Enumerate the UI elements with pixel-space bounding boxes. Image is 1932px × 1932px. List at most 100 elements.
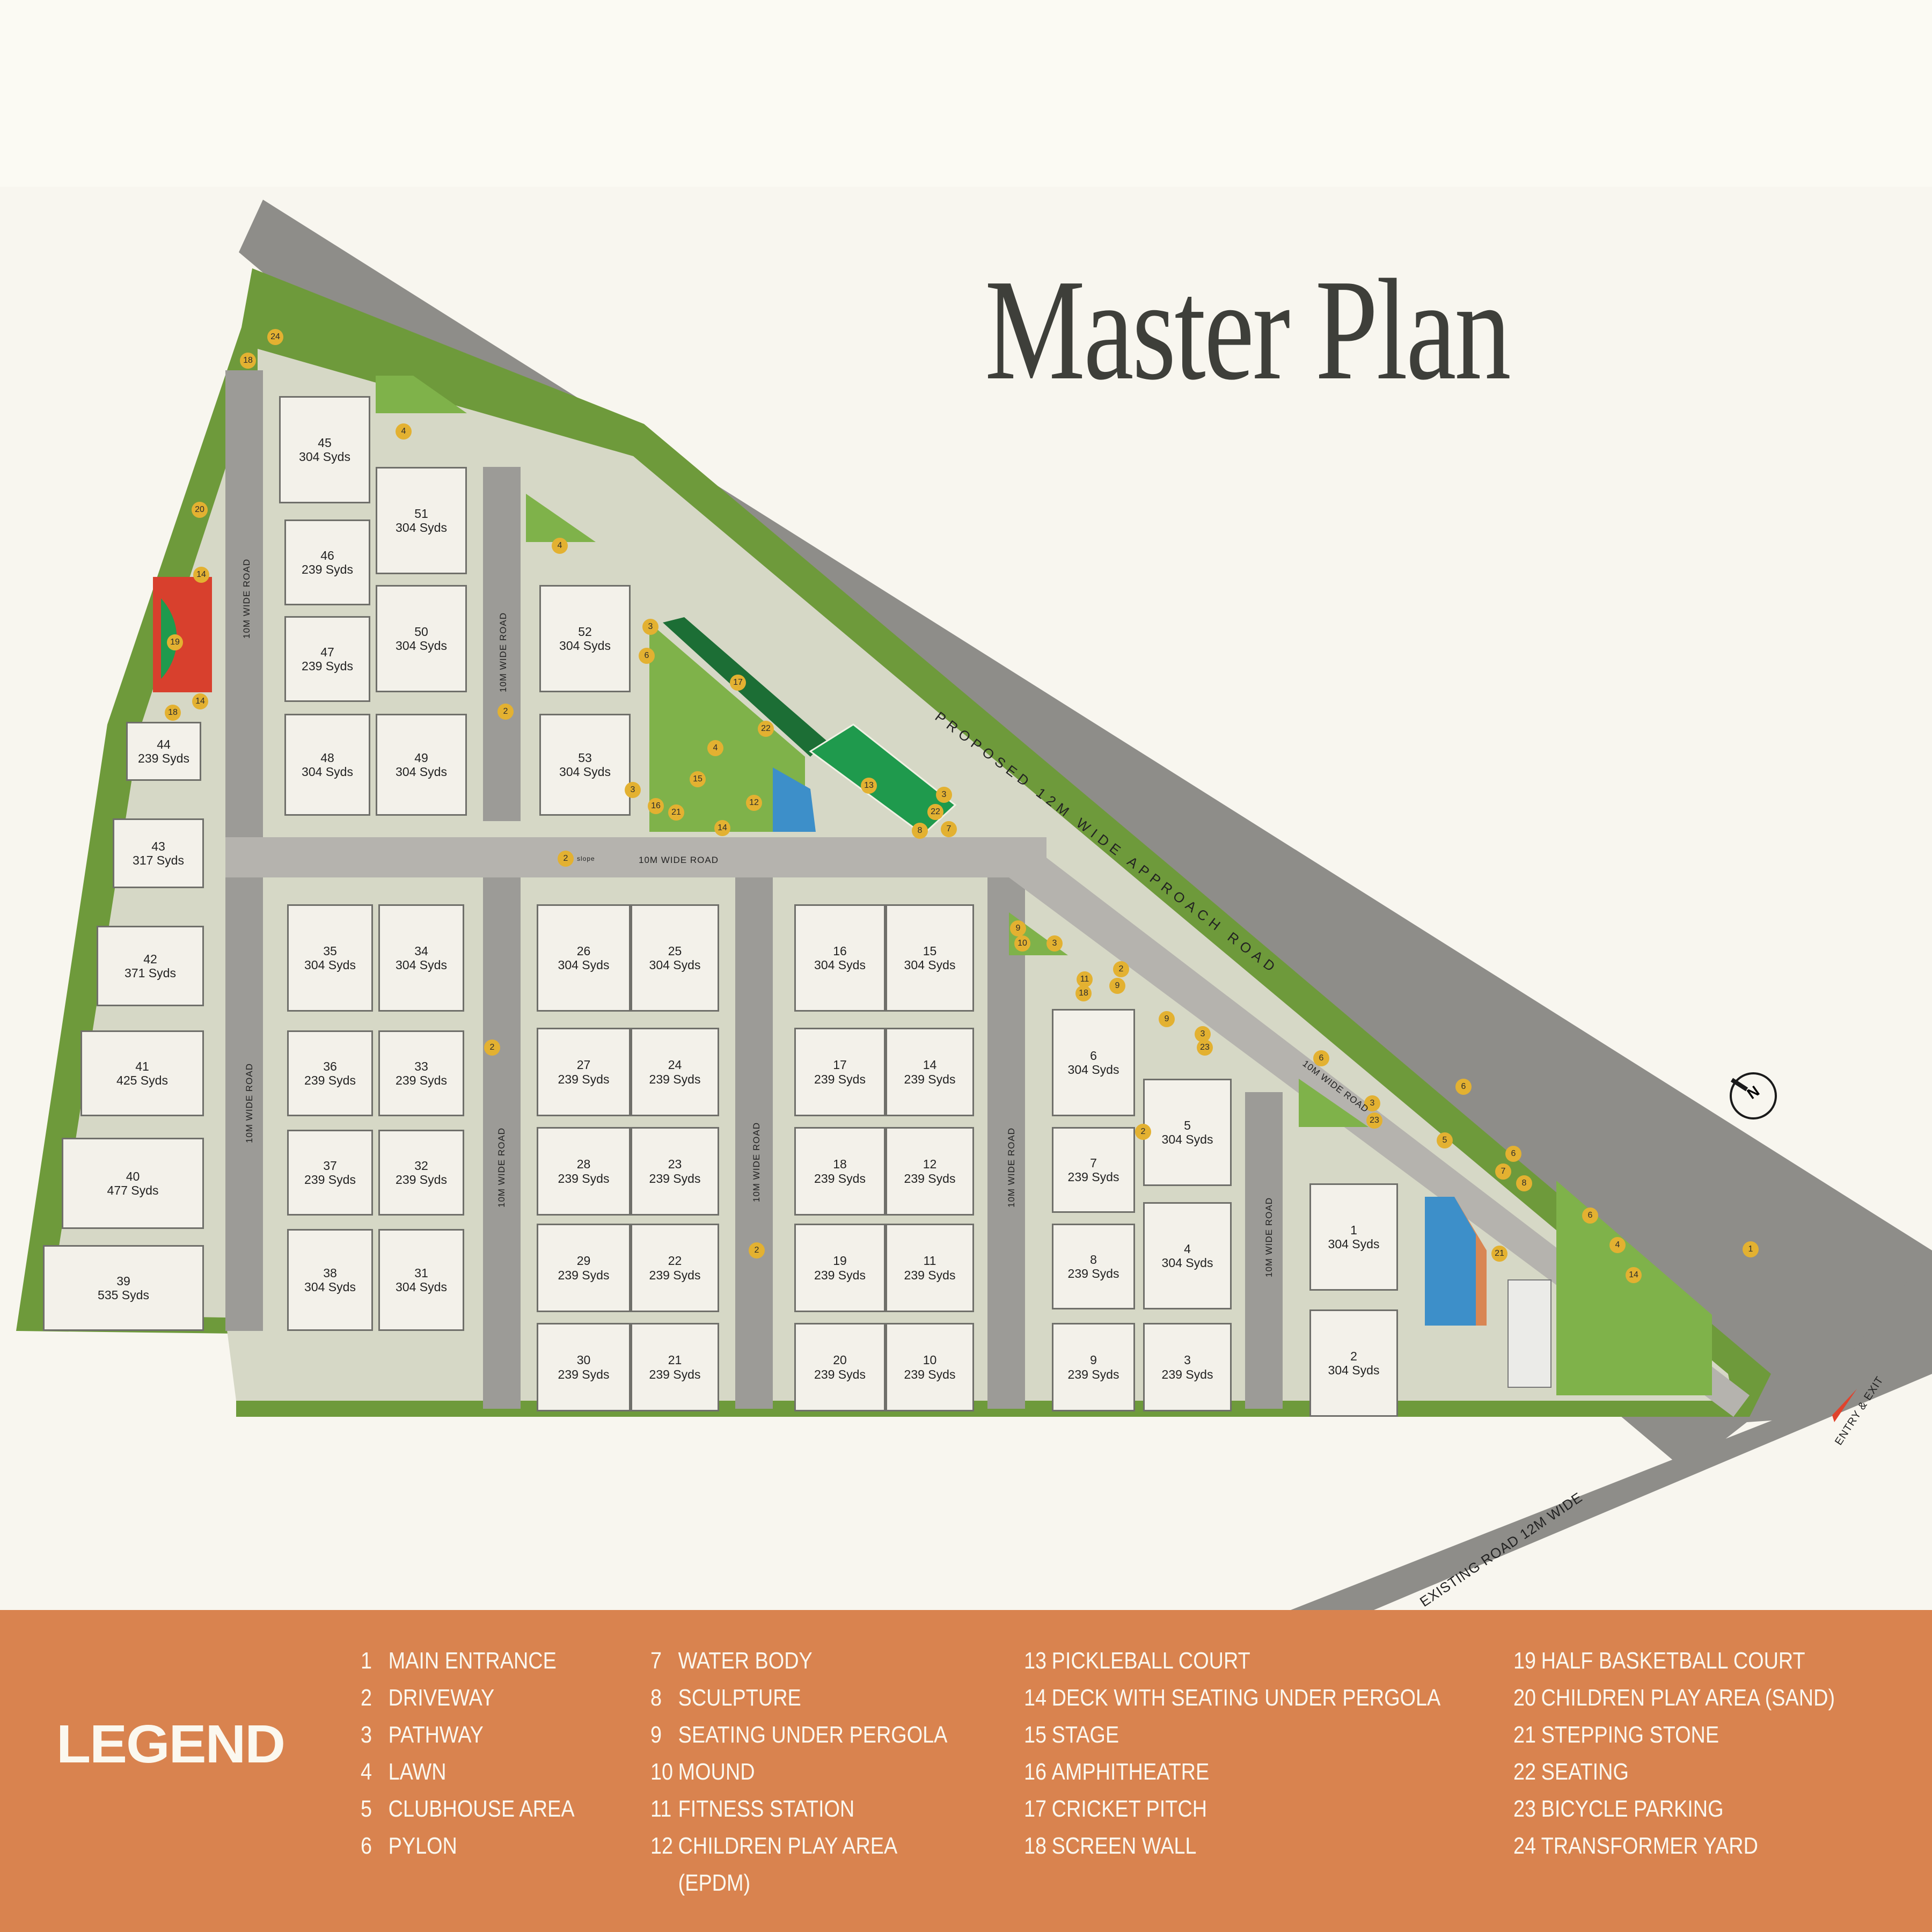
plot-number: 34 [414,943,428,958]
road-central-north [483,467,521,821]
legend-number: 14 [1024,1684,1047,1711]
legend-number: 2 [361,1684,372,1711]
plot-area: 304 Syds [302,765,353,779]
plot-number: 35 [323,943,337,958]
legend-label: MOUND [678,1758,755,1785]
plot-number: 12 [923,1157,937,1172]
plot-number: 48 [320,750,334,765]
legend-number: 9 [650,1721,662,1748]
amenity-marker-18: 18 [1075,985,1092,1001]
legend-number: 24 [1513,1832,1536,1859]
plot-number: 23 [668,1157,682,1172]
plot-area: 239 Syds [396,1073,447,1087]
amenity-marker-6: 6 [1582,1208,1598,1224]
slope-note: slope [577,855,595,862]
legend-number: 19 [1513,1647,1536,1674]
amenity-marker-22: 22 [758,721,774,737]
legend-label: FITNESS STATION [678,1795,855,1822]
amenity-marker-15: 15 [690,771,706,787]
plot-number: 51 [414,506,428,521]
legend-label: PICKLEBALL COURT [1051,1647,1250,1674]
plot-number: 5 [1184,1118,1191,1132]
plot-number: 25 [668,943,682,958]
plot-area: 239 Syds [304,1073,356,1087]
plot-area: 239 Syds [904,1367,956,1381]
plot-area: 477 Syds [107,1183,159,1197]
legend-number: 23 [1513,1795,1536,1822]
plot-number: 2 [1350,1349,1357,1363]
legend-number: 15 [1024,1721,1047,1748]
plot-number: 53 [578,750,592,765]
plot-number: 43 [151,839,165,853]
plot-number: 44 [157,737,171,751]
plot-number: 52 [578,624,592,639]
amenity-marker-14: 14 [1626,1267,1642,1283]
plot-number: 21 [668,1353,682,1367]
plot-area: 239 Syds [814,1367,866,1381]
plot-number: 17 [833,1058,847,1072]
legend-label: CHILDREN PLAY AREA (SAND) [1541,1684,1835,1711]
clubhouse-building [1507,1279,1552,1388]
plot-area: 239 Syds [649,1268,701,1282]
legend-number: 12 [650,1832,674,1859]
